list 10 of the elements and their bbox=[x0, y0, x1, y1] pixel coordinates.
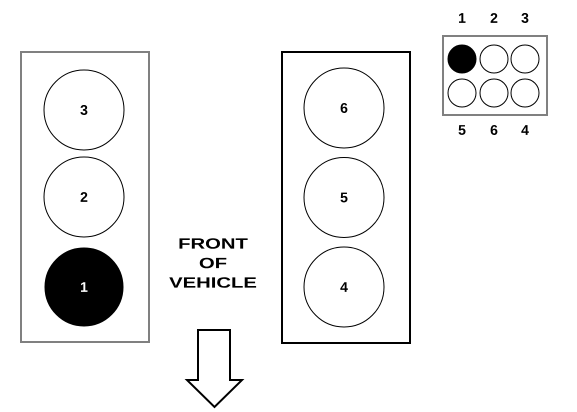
coil-pack bbox=[442, 35, 548, 116]
cylinder-bank bbox=[281, 51, 411, 344]
cylinder-bank bbox=[20, 51, 150, 343]
terminal-number: 2 bbox=[490, 13, 498, 23]
terminal-number: 5 bbox=[458, 125, 466, 135]
terminal-number: 4 bbox=[521, 125, 529, 135]
terminal-number: 3 bbox=[521, 13, 528, 23]
terminal-number: 1 bbox=[459, 13, 466, 23]
terminal-number: 6 bbox=[490, 125, 498, 135]
front-label: FRONT OF VEHICLE bbox=[169, 238, 256, 288]
